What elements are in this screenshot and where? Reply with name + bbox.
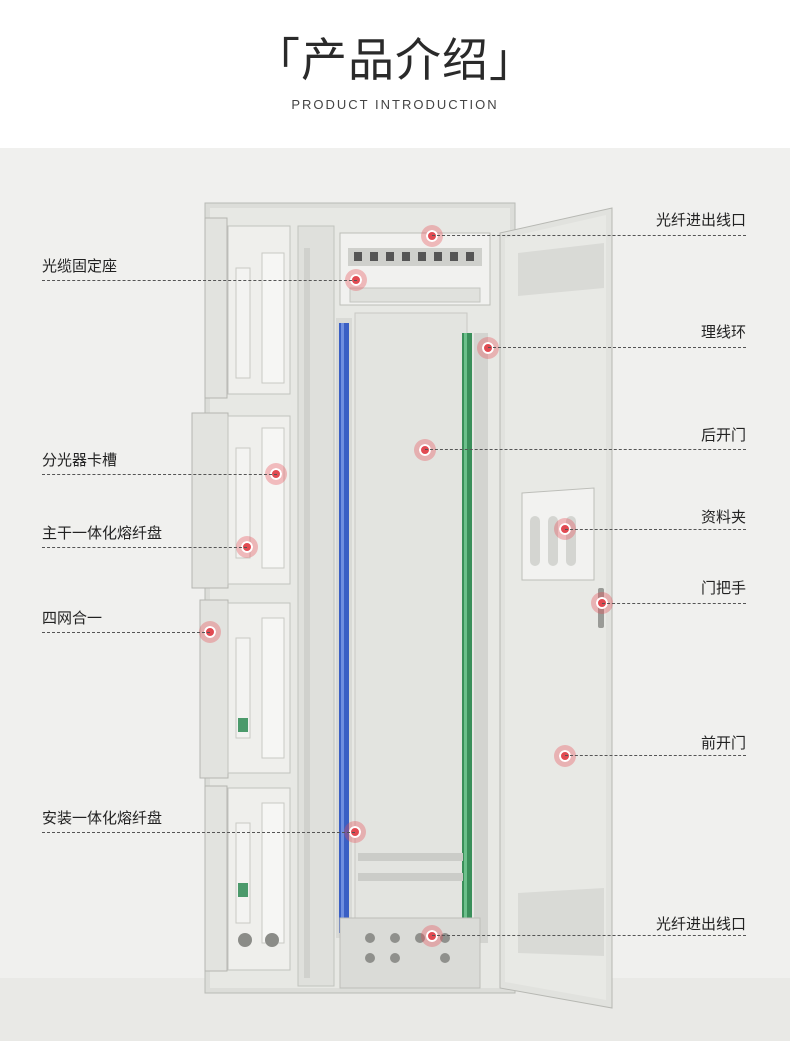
marker-back-door [414, 439, 436, 461]
top-cable-box [339, 232, 491, 306]
label-fiber-port-top: 光纤进出线口 [655, 211, 746, 229]
header: 「产品介绍」 PRODUCT INTRODUCTION [0, 0, 790, 148]
label-splitter-slot: 分光器卡槽 [42, 451, 118, 469]
marker-four-network [199, 621, 221, 643]
label-four-network: 四网合一 [42, 609, 103, 627]
leader-front-door [565, 755, 746, 756]
leader-splitter-slot [42, 474, 277, 475]
marker-fiber-port-bottom [421, 925, 443, 947]
left-modules [191, 217, 291, 972]
label-trunk-splice-tray: 主干一体化熔纤盘 [42, 524, 163, 542]
leader-document-holder [565, 529, 746, 530]
leader-back-door [425, 449, 746, 450]
marker-fiber-port-top [421, 225, 443, 247]
label-fiber-port-bottom: 光纤进出线口 [655, 915, 746, 933]
leader-four-network [42, 632, 210, 633]
label-door-handle: 门把手 [700, 579, 746, 597]
label-document-holder: 资料夹 [700, 508, 746, 526]
leader-cable-ring [488, 347, 746, 348]
blue-adapter-strip [336, 318, 352, 938]
leader-fiber-port-top [432, 235, 746, 236]
front-door [499, 207, 613, 1009]
cabinet-illustration [0, 202, 790, 1041]
leader-install-splice-tray [42, 832, 355, 833]
label-back-door: 后开门 [700, 426, 746, 444]
leader-cable-mount [42, 280, 357, 281]
label-front-door: 前开门 [700, 734, 746, 752]
leader-fiber-port-bottom [432, 935, 746, 936]
product-photo-area: 光缆固定座 分光器卡槽 主干一体化熔纤盘 四网合一 安装一体化熔纤盘 光纤进出线… [0, 148, 790, 1041]
leader-trunk-splice-tray [42, 547, 247, 548]
page-title: 「产品介绍」 [254, 33, 536, 87]
label-cable-ring: 理线环 [700, 323, 746, 341]
marker-trunk-splice-tray [236, 536, 258, 558]
label-install-splice-tray: 安装一体化熔纤盘 [42, 809, 163, 827]
marker-cable-ring [477, 337, 499, 359]
page-subtitle: PRODUCT INTRODUCTION [291, 97, 499, 112]
label-cable-mount: 光缆固定座 [42, 257, 118, 275]
leader-door-handle [602, 603, 746, 604]
marker-install-splice-tray [344, 821, 366, 843]
marker-front-door [554, 745, 576, 767]
green-adapter-strip [462, 333, 488, 943]
